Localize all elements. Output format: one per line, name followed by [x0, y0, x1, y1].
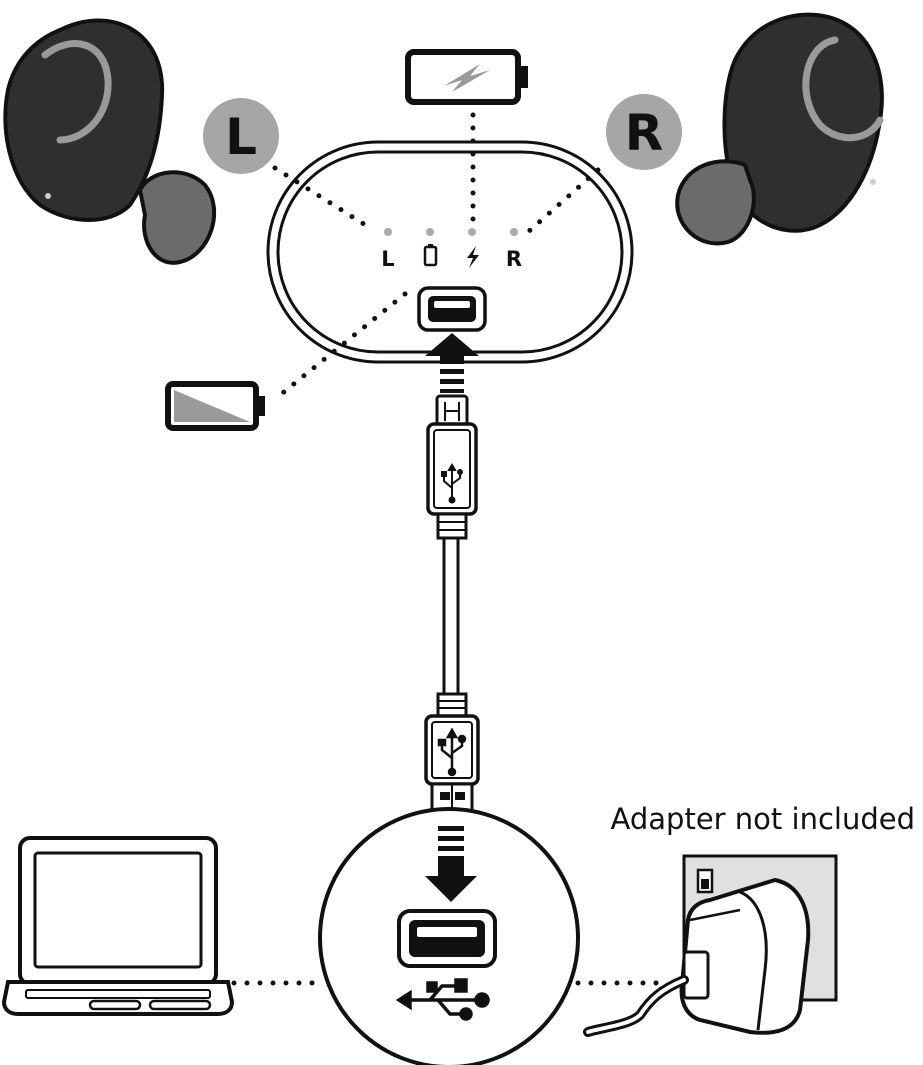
right-badge: R: [606, 94, 682, 170]
usb-a-connector: [426, 694, 478, 822]
right-earbud: [677, 15, 882, 244]
adapter-note: Adapter not included: [611, 802, 915, 836]
laptop: [4, 838, 232, 1014]
cable: [444, 538, 458, 696]
usb-a-port: [399, 911, 495, 966]
usb-adapter-plug: [588, 880, 808, 1033]
case-usb-port: [419, 288, 485, 330]
case-indicator-right: R: [506, 247, 522, 271]
left-badge-label: L: [225, 108, 257, 166]
left-earbud: [5, 20, 214, 262]
micro-usb-connector: [428, 396, 476, 538]
left-badge: L: [203, 98, 279, 174]
battery-charging-icon: [408, 52, 528, 102]
case-indicator-left: L: [381, 247, 394, 271]
battery-low-icon: [168, 384, 265, 428]
right-badge-label: R: [625, 104, 664, 162]
